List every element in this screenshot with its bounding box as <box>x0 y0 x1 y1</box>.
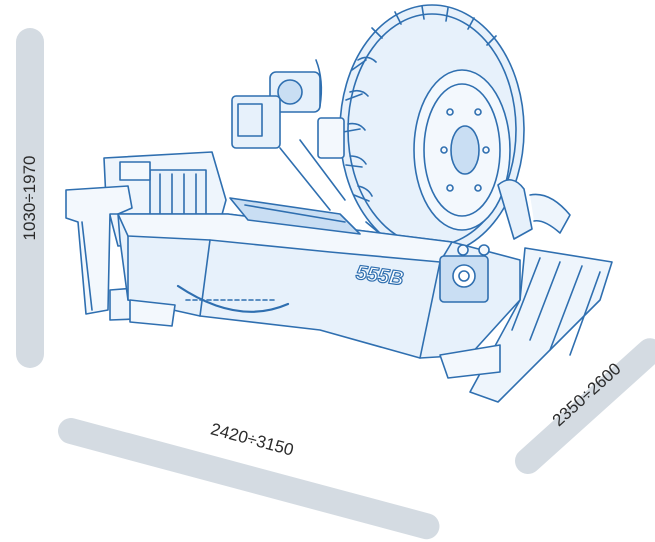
tyre-changer-illustration: 555B <box>65 4 613 403</box>
height-dimension-bar <box>16 28 44 368</box>
rear-platform <box>469 247 613 403</box>
machine-base <box>117 197 521 359</box>
control-panel <box>439 244 490 303</box>
wheel-rim <box>413 69 511 231</box>
mounting-head-arm <box>231 59 346 211</box>
bead-breaker <box>497 179 571 240</box>
machine-feet <box>129 299 501 379</box>
